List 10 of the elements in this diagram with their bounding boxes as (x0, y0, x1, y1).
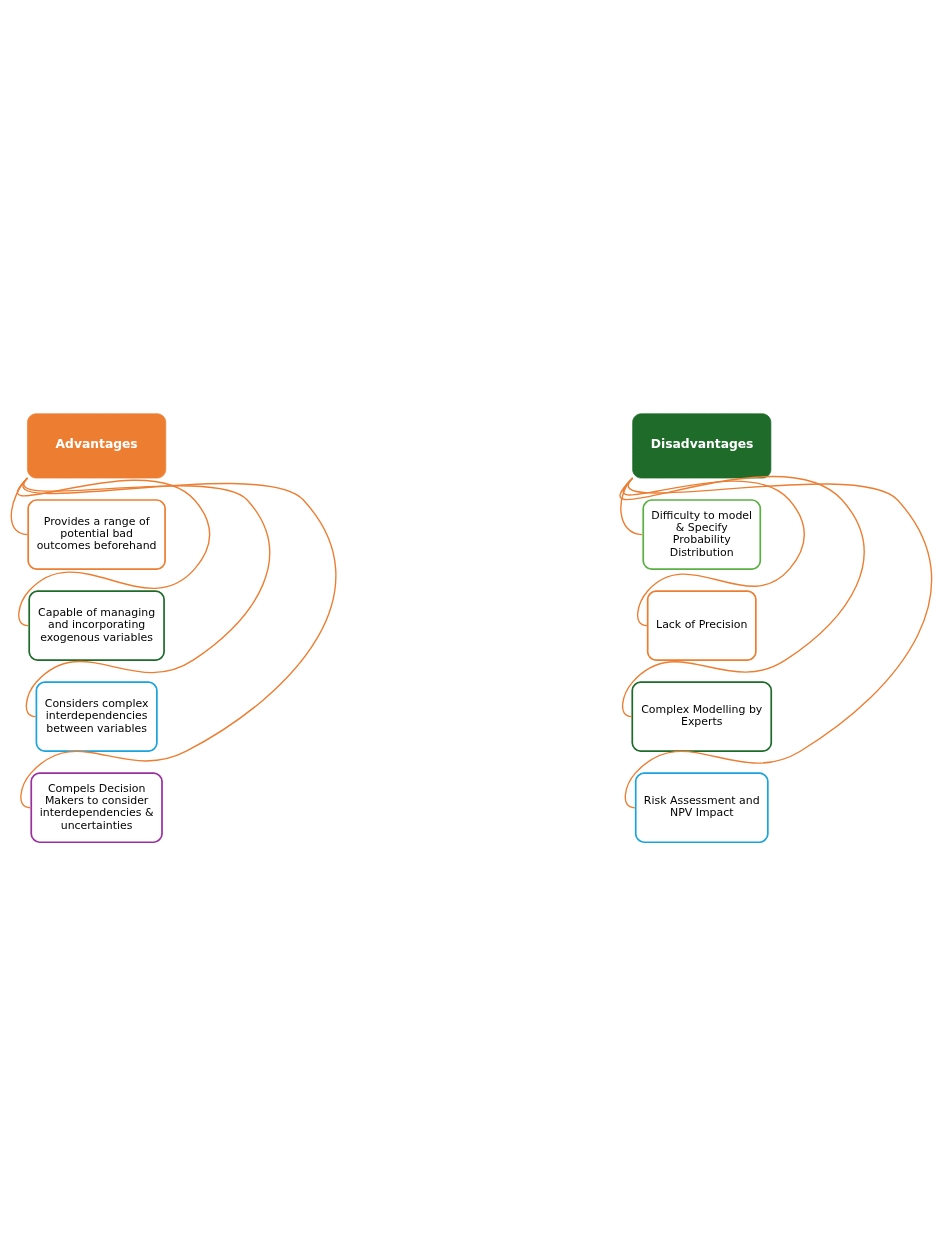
node-box: Provides a range of potential bad outcomes beforehand (27, 498, 166, 570)
node-box: Risk Assessment and NPV Impact (634, 771, 769, 843)
node-box: Considers complex interdependencies between variables (35, 680, 158, 752)
node-box: Advantages (27, 412, 167, 478)
node-box: Disadvantages (632, 412, 772, 478)
node-box: Compels Decision Makers to consider interdependencies & uncertainties (30, 771, 163, 843)
node-box: Complex Modelling by Experts (631, 680, 773, 752)
node-box: Lack of Precision (646, 589, 757, 661)
node-box: Capable of managing and incorporating exogenous variables (28, 589, 165, 661)
node-box: Difficulty to model & Specify Probability Distribution (642, 498, 762, 570)
